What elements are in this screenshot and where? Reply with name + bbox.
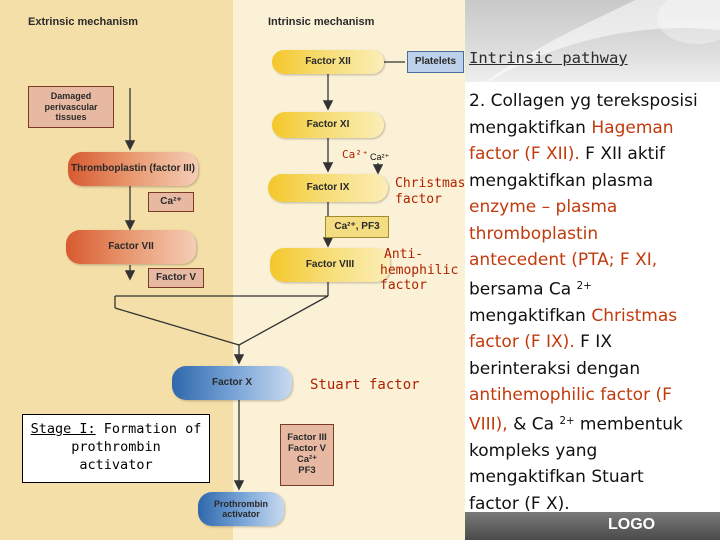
body-line: kompleks yang [469, 438, 720, 465]
clotting-diagram: Extrinsic mechanism Intrinsic mechanism [0, 0, 465, 540]
factor-xi-node: Factor XI [272, 112, 384, 138]
platelets-node: Platelets [407, 51, 464, 73]
stage-line-3: activator [79, 457, 153, 474]
body-line: antecedent (PTA; F XI, [469, 247, 720, 274]
factor-xii-node: Factor XII [272, 50, 384, 74]
stage-prefix: Stage I: [30, 421, 96, 437]
stuart-factor-label: Stuart factor [310, 377, 420, 393]
text-segment: bersama Ca [469, 279, 577, 300]
complex-pf3: PF3 [298, 464, 316, 476]
body-line: factor (F XII). F XII aktif [469, 141, 720, 168]
text-segment: membentuk [574, 414, 683, 435]
antihemophilic-factor-label: Anti- hemophilic factor [380, 247, 458, 294]
logo: LOGO [608, 516, 656, 533]
text-segment: & Ca [507, 414, 560, 435]
text-segment: F IX [574, 332, 612, 353]
factor-v-node: Factor V [148, 268, 204, 288]
text-segment: factor (F IX). [469, 332, 575, 353]
text-segment: enzyme – plasma [469, 197, 618, 217]
body-line: mengaktifkan Christmas [469, 303, 720, 330]
body-line: factor (F IX). F IX [469, 329, 720, 356]
ca-small-label: Ca²⁺ [370, 152, 390, 162]
text-segment: factor (F X). [469, 493, 570, 514]
complex-factor-v: Factor V [287, 443, 326, 455]
text-segment: mengaktifkan [469, 305, 592, 326]
text-segment: thromboplastin [469, 223, 599, 244]
antihemophilic-line-2: hemophilic [380, 262, 459, 278]
body-line: VIII), & Ca 2+ membentuk [469, 409, 720, 438]
bottom-bar [465, 512, 720, 540]
extrinsic-header: Extrinsic mechanism [28, 16, 139, 28]
body-line: thromboplastin [469, 221, 720, 248]
text-segment: kompleks yang [469, 440, 598, 461]
body-line: mengaktifkan plasma [469, 168, 720, 195]
body-line: mengaktifkan Stuart [469, 464, 720, 491]
text-segment: 2. Collagen yg tereksposisi [469, 91, 698, 111]
stage-line-1: Stage I: Formation of [23, 420, 209, 438]
factor-vii-node: Factor VII [66, 230, 196, 264]
stage-i-box: Stage I: Formation of prothrombin activa… [22, 414, 210, 483]
thromboplastin-node: Thromboplastin (factor III) [68, 152, 198, 186]
text-segment: F XII aktif [579, 144, 666, 164]
intrinsic-header: Intrinsic mechanism [268, 16, 375, 28]
slide-text-panel: Intrinsic pathway 2. Collagen yg tereksp… [465, 0, 720, 540]
stage-line-1-rest: Formation of [95, 421, 202, 437]
body-line: antihemophilic factor (F [469, 382, 720, 409]
factor-viii-node: Factor VIII [270, 248, 390, 282]
text-segment: VIII), [469, 414, 508, 435]
body-line: factor (F X). [469, 491, 720, 518]
antihemophilic-line-1: Anti- [384, 247, 424, 262]
text-segment: mengaktifkan plasma [469, 170, 654, 191]
ca-annotation: Ca²⁺ [342, 148, 369, 161]
factor-x-node: Factor X [172, 366, 292, 400]
ca-pf3-node: Ca²⁺, PF3 [325, 216, 389, 238]
decorative-swoosh [475, 0, 720, 90]
ca-ext-node: Ca²⁺ [148, 192, 194, 212]
activator-complex-node: Factor III Factor V Ca²⁺ PF3 [280, 424, 334, 486]
slide-heading: Intrinsic pathway [469, 49, 628, 67]
christmas-line-1: Christmas [395, 176, 465, 191]
text-segment: antihemophilic factor (F [469, 385, 672, 406]
complex-factor-iii: Factor III [287, 432, 327, 444]
body-line: berinteraksi dengan [469, 356, 720, 383]
superscript: 2+ [576, 280, 592, 292]
text-segment: mengaktifkan [469, 117, 592, 138]
body-line: enzyme – plasma [469, 194, 720, 221]
prothrombin-activator-node: Prothrombin activator [198, 492, 284, 526]
superscript: 2+ [559, 415, 575, 427]
factor-ix-node: Factor IX [268, 174, 388, 202]
text-segment: berinteraksi dengan [469, 358, 641, 379]
text-segment: Hageman [591, 117, 674, 138]
stage-line-2: prothrombin [71, 439, 161, 456]
body-line: 2. Collagen yg tereksposisi [469, 88, 720, 115]
slide-body-text: 2. Collagen yg tereksposisi mengaktifkan … [469, 88, 720, 517]
complex-ca: Ca²⁺ [296, 454, 318, 465]
text-segment: factor (F XII). [469, 144, 580, 164]
christmas-factor-label: Christmas factor [395, 176, 465, 207]
body-line: mengaktifkan Hageman [469, 115, 720, 142]
christmas-line-2: factor [395, 191, 442, 207]
damaged-tissues-node: Damaged perivascular tissues [28, 86, 114, 128]
text-segment: Christmas [591, 305, 678, 326]
body-line: bersama Ca 2+ [469, 274, 720, 303]
text-segment: antecedent (PTA; F XI, [469, 250, 658, 270]
antihemophilic-line-3: factor [380, 278, 427, 294]
text-segment: mengaktifkan Stuart [469, 467, 644, 488]
